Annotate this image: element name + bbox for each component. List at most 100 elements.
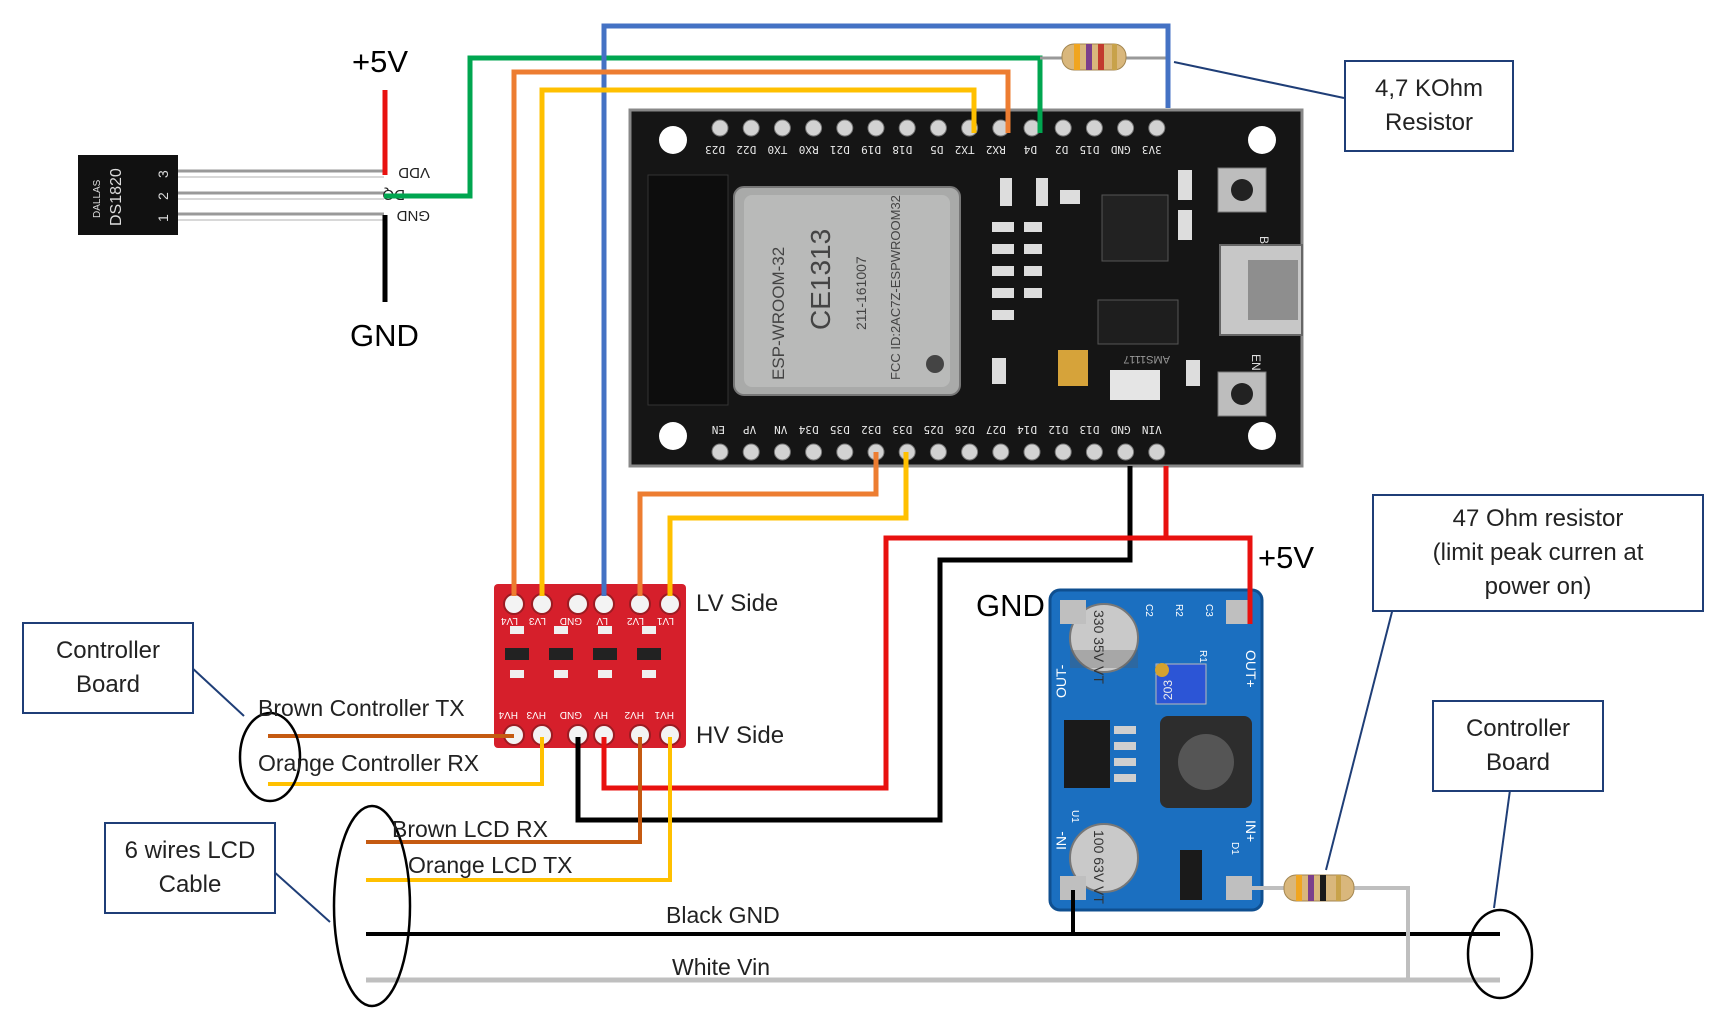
esp32-bottom-pin-label: VP (743, 423, 757, 436)
esp32-ce-mark: CE1313 (805, 229, 836, 330)
buck-out-plus: OUT+ (1243, 650, 1259, 688)
buck-part-label: R1 (1197, 650, 1208, 663)
esp32-top-pin-hole (742, 119, 760, 137)
esp32-bottom-pin-label: GND (1111, 423, 1131, 436)
esp32-top-pin-hole (1148, 119, 1166, 137)
sensor-pin-3: 3 (155, 170, 171, 178)
wire-yellow-tx2 (539, 87, 977, 596)
esp32-top-pin-label: D23 (705, 143, 725, 156)
esp32-fcc-id: FCC ID:2AC7Z-ESPWROOM32 (888, 195, 903, 380)
label-brown-lcd-rx: Brown LCD RX (392, 816, 548, 842)
ls-lv-pin-label: LV3 (529, 615, 546, 626)
esp32-top-pin-label: D18 (892, 143, 912, 156)
esp32-bottom-pin-label: D25 (924, 423, 944, 436)
buck-cap-bottom: 100 63V VT (1091, 830, 1107, 904)
esp32-bottom-pin-label: D32 (861, 423, 881, 436)
esp32-bottom-pin-hole (836, 443, 854, 461)
esp32-module-name: ESP-WROOM-32 (769, 247, 788, 380)
label-gnd-top: GND (350, 318, 419, 353)
callout-controller-board-right: Controller Board (1432, 700, 1604, 792)
buck-part-label: C2 (1143, 604, 1154, 617)
esp32-bottom-pin-hole (992, 443, 1010, 461)
ls-lv-pin-hole (659, 593, 681, 615)
esp32-bottom-pin-hole (711, 443, 729, 461)
resistor-4k7 (1061, 43, 1127, 71)
callout-lcd-cable: 6 wires LCD Cable (104, 822, 276, 914)
wire-red-vin (1163, 466, 1253, 624)
label-vcc-top: +5V (352, 44, 409, 79)
ls-lv-pin-label: LV1 (657, 615, 674, 626)
esp32-bottom-pin-label: EN (712, 423, 725, 436)
ls-lv-pin-hole (503, 593, 525, 615)
ls-hv-pin-label: HV3 (526, 709, 546, 720)
sensor-gnd-label: GND (397, 207, 431, 224)
callout-resistor-4k7: 4,7 KOhm Resistor (1344, 60, 1514, 152)
esp32-top-pin-label: RX2 (986, 143, 1006, 156)
ls-lv-pin-hole (593, 593, 615, 615)
esp32-bottom-pin-hole (1148, 443, 1166, 461)
esp32-top-pin-label: 3V3 (1142, 143, 1162, 156)
esp32-bottom-pin-label: D26 (955, 423, 975, 436)
esp32-en-label: EN (1249, 354, 1263, 371)
esp32-top-pin-label: TX0 (768, 143, 788, 156)
label-brown-ctrl-tx: Brown Controller TX (258, 695, 465, 721)
ls-lv-pin-label: GND (560, 615, 582, 626)
esp32-top-pin-hole (773, 119, 791, 137)
wire-orange-d32 (637, 452, 879, 596)
esp32-bottom-pin-label: D34 (798, 423, 818, 436)
sensor-pin-1: 1 (155, 214, 171, 222)
wire-brown-lcd-rx (366, 737, 642, 844)
esp32-module-code: 211-161007 (853, 256, 869, 330)
ls-lv-pin-hole (531, 593, 553, 615)
buck-converter: 330 35V VT 203 100 63V VT OUT- OUT+ IN- … (1048, 588, 1264, 912)
esp32-top-pin-label: D21 (830, 143, 850, 156)
esp32-bottom-pin-hole (1085, 443, 1103, 461)
esp32-bottom-pin-hole (1117, 443, 1135, 461)
callout-resistor-47ohm: 47 Ohm resistor (limit peak curren at po… (1372, 494, 1704, 612)
ls-hv-pin-label: GND (560, 709, 582, 720)
esp32-top-pin-label: RX0 (799, 143, 819, 156)
esp32-bottom-pin-label: D12 (1048, 423, 1068, 436)
wire-green-dq (384, 55, 1043, 199)
esp32-bottom-pin-hole (961, 443, 979, 461)
esp32-bottom-pin-label: VN (774, 423, 787, 436)
esp32-bottom-pin-label: D33 (892, 423, 912, 436)
wire-orange-rx2 (511, 69, 1011, 596)
label-orange-lcd-tx: Orange LCD TX (408, 852, 573, 878)
controller-cable-ellipse-left (238, 711, 302, 803)
wire-blue-3v3 (601, 23, 1171, 596)
label-orange-ctrl-rx: Orange Controller RX (258, 750, 480, 776)
esp32-bottom-pin-hole (742, 443, 760, 461)
esp32-top-pin-hole (711, 119, 729, 137)
esp32-bottom-pin-label: D27 (986, 423, 1006, 436)
esp32-bottom-pin-hole (1054, 443, 1072, 461)
wire-yellow-lcd-tx (366, 737, 672, 882)
wire-black-esp-gnd (575, 466, 1133, 823)
sensor-model: DS1820 (108, 168, 125, 226)
ls-lv-pin-label: LV2 (627, 615, 644, 626)
esp32-bottom-pin-hole (1023, 443, 1041, 461)
ls-hv-pin-label: HV2 (624, 709, 644, 720)
buck-part-label: U1 (1069, 810, 1080, 823)
esp32-top-pin-label: D4 (1023, 143, 1037, 156)
esp32-bottom-pin-label: D13 (1080, 423, 1100, 436)
buck-part-label: R2 (1173, 604, 1184, 617)
label-lv-side: LV Side (696, 590, 779, 617)
ls-hv-pin-label: HV4 (498, 709, 518, 720)
esp32-bottom-pin-hole (929, 443, 947, 461)
wire-yellow-d33 (667, 452, 909, 596)
sensor-pin-2: 2 (155, 192, 171, 200)
esp32-top-pin-hole (836, 119, 854, 137)
esp32-top-pin-hole (1054, 119, 1072, 137)
label-vcc-right: +5V (1258, 540, 1315, 575)
esp32-top-pin-label: GND (1111, 143, 1131, 156)
controller-cable-ellipse-right (1466, 908, 1534, 1000)
buck-in-plus: IN+ (1243, 820, 1259, 842)
buck-in-minus: IN- (1053, 831, 1069, 850)
ls-lv-pin-label: LV4 (501, 615, 518, 626)
label-white-vin: White Vin (672, 954, 771, 980)
callout-controller-board-left: Controller Board (22, 622, 194, 714)
